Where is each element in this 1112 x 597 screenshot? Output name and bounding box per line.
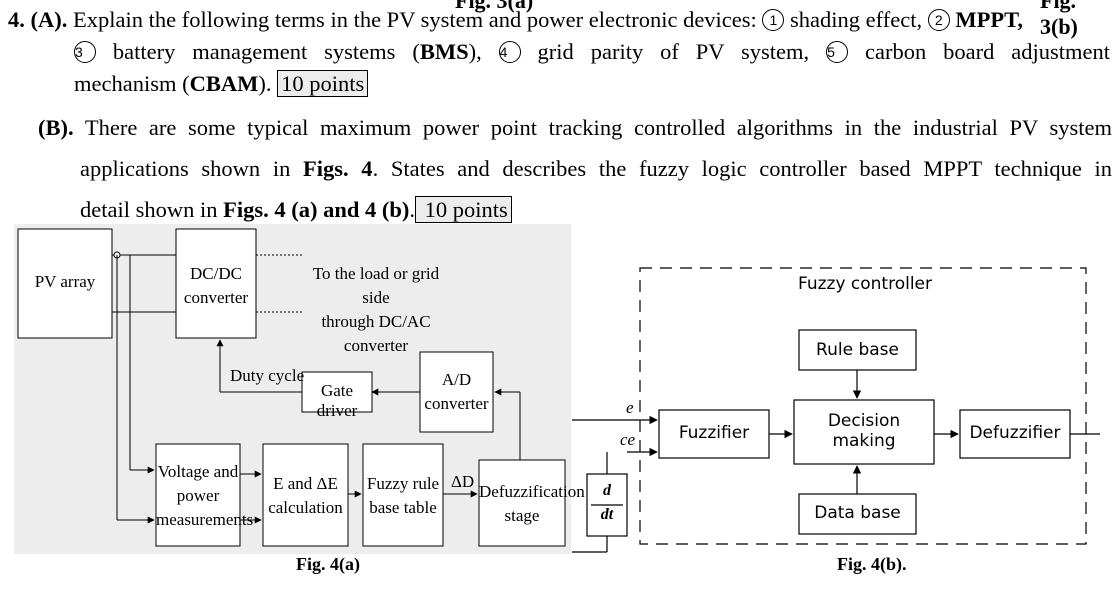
data-base-label: Data base [814, 503, 901, 523]
fuzzifier-box [658, 409, 770, 459]
question-b-line-3: detail shown in Figs. 4 (a) and 4 (b). 1… [80, 194, 512, 226]
duty-cycle-label-bg [228, 364, 292, 386]
question-a-line-1: 4. (A). Explain the following terms in t… [8, 7, 1024, 32]
defuzzifier-label: Defuzzifier [969, 423, 1061, 443]
fuzzy-rule-box [362, 443, 444, 547]
number-circle-1: 1 [762, 9, 785, 31]
question-b-line-1: (B). There are some typical maximum powe… [38, 115, 1112, 140]
fuzzy-controller-title: Fuzzy controller [797, 274, 933, 294]
question-b-line-2: applications shown in Figs. 4. States an… [80, 156, 1112, 181]
points-badge-a: 10 points [277, 70, 369, 97]
ad-converter-box [419, 351, 494, 433]
fuzzifier-label: Fuzzifier [678, 423, 750, 443]
duty-cycle-label: Duty cycle [230, 366, 305, 385]
points-badge-b: 10 points [415, 196, 512, 223]
data-base-box [798, 493, 917, 535]
number-circle-2: 2 [927, 9, 950, 31]
e-delta-e-box [262, 443, 349, 547]
cutoff-caption-right: Fig. 3(b) [1040, 0, 1078, 39]
number-circle-4: 4 [498, 41, 521, 63]
derivative-numerator: d [603, 482, 611, 499]
rule-base-label: Rule base [816, 340, 899, 360]
ce-input-label: ce [620, 430, 636, 449]
gate-driver-box [301, 371, 373, 413]
number-circle-5: 5 [826, 41, 849, 63]
question-a-line-2: 3 battery management systems (BMS), 4 gr… [74, 39, 1110, 64]
rule-base-box [798, 329, 917, 371]
defuzzifier-box [959, 409, 1071, 459]
voltage-power-box [155, 443, 241, 547]
question-a-line-3: mechanism (CBAM). 10 points [74, 68, 369, 100]
decision-making-box [793, 399, 935, 465]
delta-d-label: ΔD [451, 472, 475, 491]
pv-array-box [17, 228, 113, 339]
derivative-denominator: dt [600, 506, 614, 523]
fig4b-caption: Fig. 4(b). [837, 554, 907, 574]
dcdc-converter-box [175, 228, 257, 339]
load-text-box [304, 254, 448, 314]
pv-array-label: PV array [34, 272, 96, 291]
cutoff-caption-left: Fig. 3(a) [455, 0, 534, 13]
defuzzification-box [478, 459, 566, 547]
gate-driver-label: Gate driver [316, 381, 358, 420]
fig4a-caption: Fig. 4(a) [296, 554, 360, 574]
number-circle-3: 3 [74, 41, 96, 63]
e-input-label: e [626, 398, 634, 417]
